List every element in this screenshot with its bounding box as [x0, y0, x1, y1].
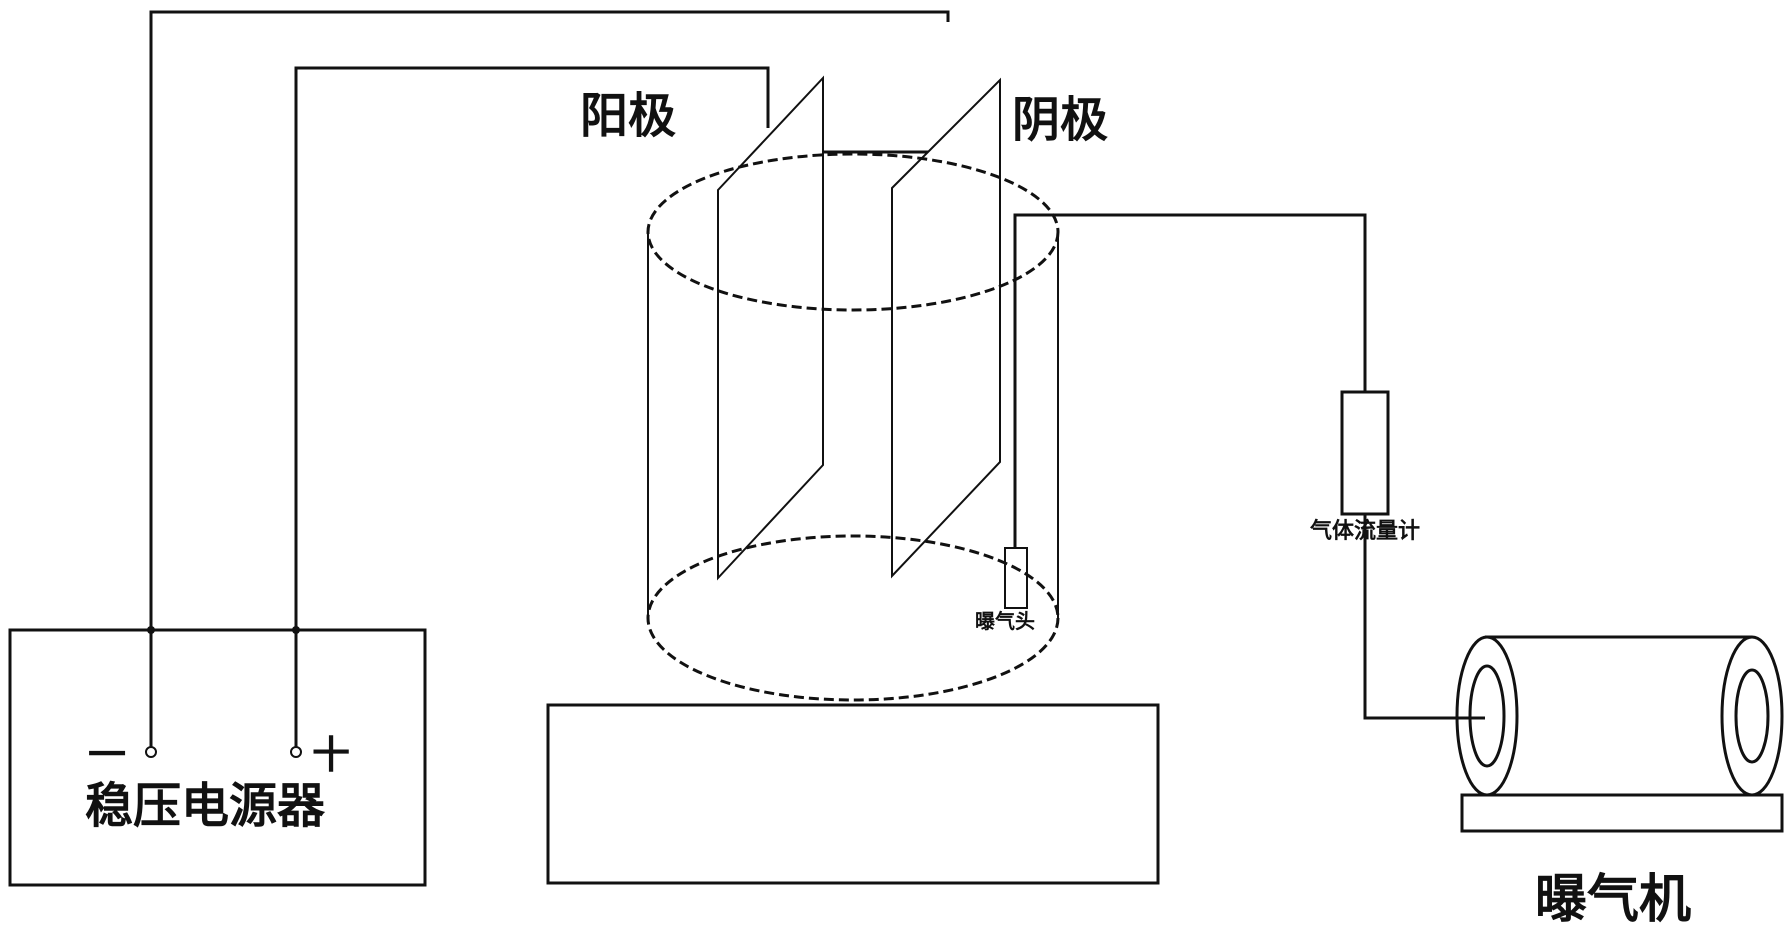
cathode-plate: [891, 77, 1001, 579]
cathode-label: 阴极: [1012, 92, 1108, 148]
wire-positive-to-anode: [294, 66, 770, 747]
aerator-front-outer-ring: [1455, 635, 1519, 797]
aeration-head-label: 曝气头: [975, 609, 1035, 633]
aerator-stand: [1460, 793, 1784, 833]
wire-negative-to-cathode: [149, 10, 950, 747]
negative-terminal: [145, 746, 157, 758]
aerator-label: 曝气机: [1535, 870, 1691, 930]
vessel-bottom-rim: [646, 534, 1060, 702]
anode-label: 阳极: [580, 88, 676, 144]
aerator-back-outer-ring: [1720, 635, 1784, 797]
positive-terminal-label: 十: [312, 733, 350, 777]
power-supply-label: 稳压电源器: [85, 778, 326, 834]
aerator-back-inner-ring: [1734, 668, 1770, 764]
air-tube-to-aerator: [1363, 514, 1485, 720]
negative-terminal-label: 一: [88, 733, 126, 777]
power-supply-box: [8, 628, 427, 887]
vessel-top-rim: [646, 152, 1060, 312]
stand-base: [546, 703, 1160, 885]
air-tube-to-flowmeter: [1013, 213, 1367, 548]
gas-flowmeter: [1340, 390, 1390, 516]
aerator-front-inner-ring: [1468, 664, 1506, 768]
positive-terminal: [290, 746, 302, 758]
aeration-head: [1004, 547, 1028, 609]
anode-plate: [717, 75, 824, 581]
